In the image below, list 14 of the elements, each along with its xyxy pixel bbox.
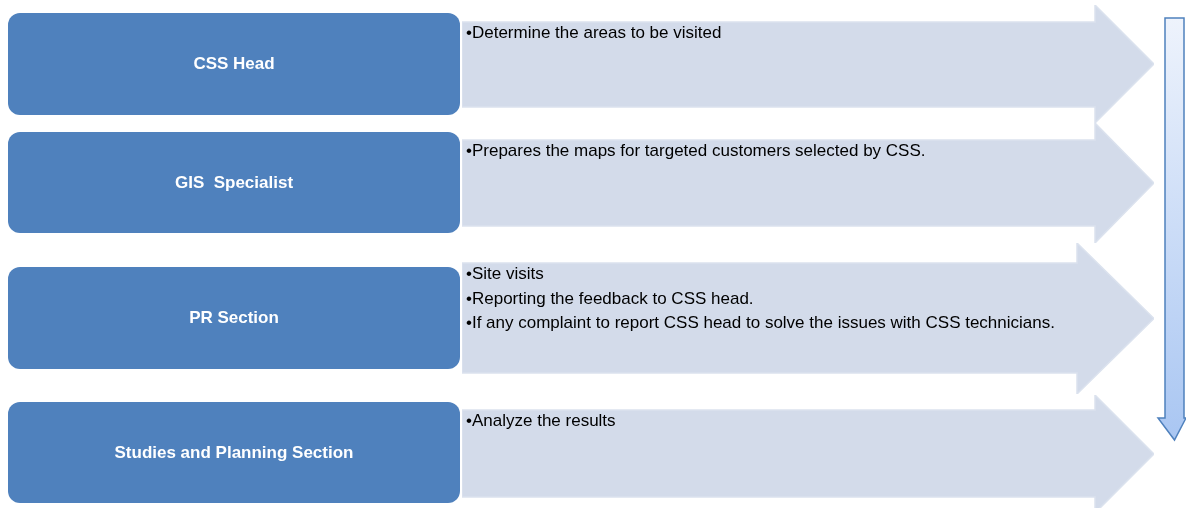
role-box [8, 402, 460, 503]
bullet-item: •Prepares the maps for targeted customers selected by CSS. [466, 141, 927, 161]
bullet-item: •Determine the areas to be visited [466, 23, 723, 43]
bullet-item: •Reporting the feedback to CSS head. [466, 288, 755, 309]
role-label: PR Section [189, 308, 279, 328]
role-label: Studies and Planning Section [114, 442, 354, 463]
role-box [8, 267, 460, 369]
bullet-item: •Analyze the results [466, 411, 617, 431]
role-box [8, 13, 460, 115]
bullet-item: •Site visits [466, 264, 545, 284]
bullet-item: •If any complaint to report CSS head to solve the issues with CSS technicians. [466, 313, 1056, 333]
role-label: GIS Specialist [174, 172, 294, 193]
role-label: CSS Head [193, 54, 275, 74]
role-box [8, 132, 460, 233]
